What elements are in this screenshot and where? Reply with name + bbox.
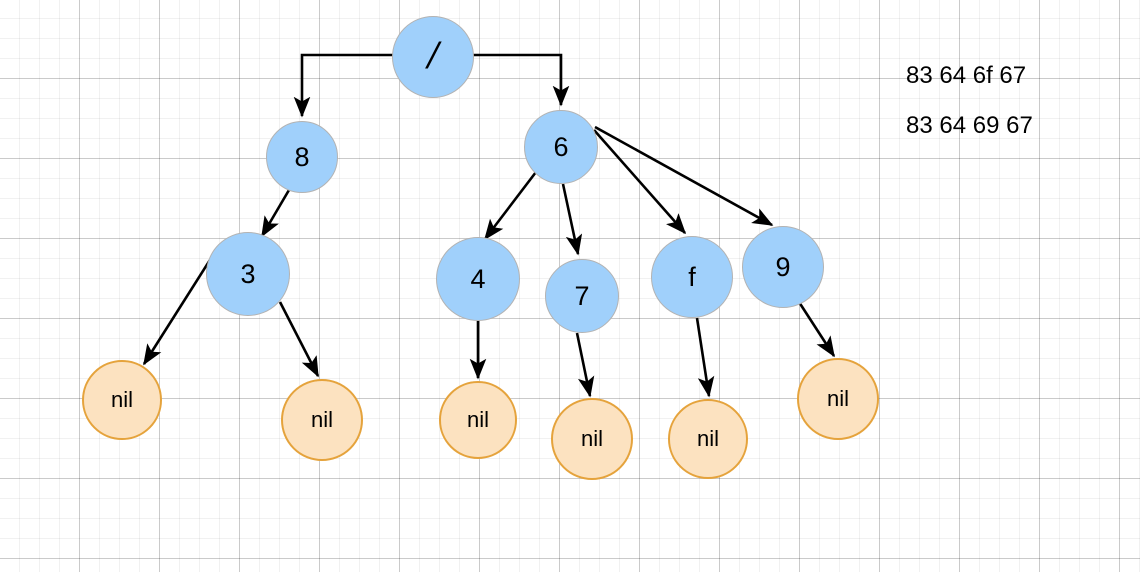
edge-n6-to-n4 — [483, 171, 538, 241]
tree-node-label-nil2: nil — [310, 407, 333, 432]
edge-n6-to-nf — [593, 129, 687, 235]
tree-node-nil5[interactable]: nil — [668, 399, 748, 479]
tree-node-nil4[interactable]: nil — [551, 398, 633, 480]
tree-node-n7[interactable]: 7 — [545, 259, 619, 333]
tree-node-nil6[interactable]: nil — [797, 358, 879, 440]
tree-node-nf[interactable]: f — [651, 236, 733, 318]
edge-n6-to-n9 — [594, 125, 774, 227]
tree-node-n3[interactable]: 3 — [206, 232, 290, 316]
edge-n9-to-nil6 — [797, 301, 836, 358]
edge-n3-to-nil2 — [278, 301, 320, 378]
tree-node-label-nf: f — [688, 261, 696, 292]
edge-n6-to-n7 — [561, 183, 583, 256]
tree-node-root[interactable]: / — [392, 16, 474, 98]
tree-node-nil1[interactable]: nil — [82, 360, 162, 440]
tree-node-label-n4: 4 — [470, 263, 486, 294]
tree-node-n9[interactable]: 9 — [742, 226, 824, 308]
tree-node-label-nil4: nil — [580, 426, 603, 451]
tree-node-nil3[interactable]: nil — [439, 381, 517, 459]
tree-node-n6[interactable]: 6 — [524, 110, 598, 184]
edge-nf-to-nil5 — [695, 317, 715, 398]
tree-node-label-n3: 3 — [240, 258, 256, 289]
tree-node-label-nil5: nil — [696, 426, 719, 451]
tree-node-label-root: / — [427, 32, 439, 77]
note-line-1: 83 64 6f 67 — [906, 62, 1027, 89]
tree-node-label-nil1: nil — [110, 387, 133, 412]
tree-node-label-n7: 7 — [574, 280, 590, 311]
edges-group — [142, 53, 836, 398]
note-line-2: 83 64 69 67 — [906, 112, 1033, 139]
tree-node-label-nil6: nil — [826, 386, 849, 411]
tree-node-label-n8: 8 — [294, 141, 310, 172]
edge-n8-to-n3 — [260, 189, 291, 238]
tree-node-nil2[interactable]: nil — [281, 379, 363, 461]
tree-node-n4[interactable]: 4 — [436, 237, 520, 321]
tree-node-label-n9: 9 — [775, 251, 791, 282]
tree-node-n8[interactable]: 8 — [266, 121, 338, 193]
edge-n7-to-nil4 — [575, 332, 595, 398]
edge-n3-to-nil1 — [142, 251, 217, 366]
tree-node-label-nil3: nil — [466, 407, 489, 432]
tree-node-label-n6: 6 — [553, 131, 569, 162]
